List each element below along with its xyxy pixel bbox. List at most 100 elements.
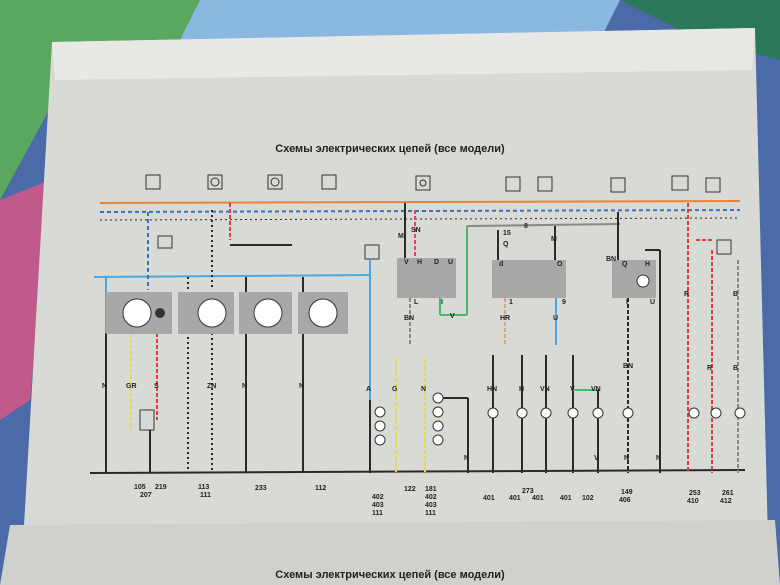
rear-fog-icon — [705, 177, 721, 193]
wire-label: VN — [591, 386, 601, 393]
ref-code: 181 — [425, 486, 437, 493]
speedometer-icon — [321, 174, 337, 190]
wire-label: N — [421, 386, 426, 393]
wire-label: N — [299, 383, 304, 390]
wire-label: N — [102, 383, 107, 390]
lamps-part — [567, 407, 579, 419]
ref-code: 111 — [200, 492, 211, 499]
ref-code: 401 — [560, 495, 572, 502]
foglight-icon — [610, 177, 626, 193]
hazard-icon — [716, 239, 732, 255]
pin-labels-part: 1 — [509, 299, 513, 306]
book-page — [22, 28, 768, 560]
trailer-icon — [671, 175, 689, 191]
seatbelt-icon — [364, 244, 380, 260]
pin-labels-part: I — [626, 299, 628, 306]
ref-code: 403 — [425, 502, 437, 509]
ref-code: 273 — [522, 488, 534, 495]
lamps-part — [432, 406, 444, 418]
next-page-title: Схемы электрических цепей (все модели) — [275, 569, 505, 581]
ref-code: 102 — [582, 495, 594, 502]
wire-label: V — [594, 455, 599, 462]
pin-labels-part: L — [414, 299, 419, 306]
wire-label: GR — [126, 383, 137, 390]
ref-code: 412 — [720, 498, 732, 505]
ref-code: 122 — [404, 486, 416, 493]
pin-labels-part: H — [417, 259, 422, 266]
ref-code: 401 — [483, 495, 495, 502]
ref-code: 233 — [255, 485, 267, 492]
pin-labels-part: V — [404, 259, 409, 266]
wire-label: N — [656, 455, 661, 462]
wire-label: U — [553, 315, 558, 322]
function-icons — [145, 174, 732, 260]
ref-code: 261 — [722, 490, 734, 497]
supply-lines-part — [99, 209, 741, 213]
lamps-part — [622, 407, 634, 419]
wire-label: R — [707, 365, 712, 372]
function-icons-part — [419, 179, 427, 187]
pin-labels: V H D U L I d O 1 9 15 Q H I U Q 8 — [404, 223, 655, 306]
wire-label: HR — [500, 315, 510, 322]
pin-labels-part: Q — [622, 261, 628, 268]
components-part — [308, 298, 338, 328]
lamps-part — [688, 407, 700, 419]
lamps-part — [734, 407, 746, 419]
wire-label: BN — [623, 363, 633, 370]
lamps-part — [516, 407, 528, 419]
lamps-part — [592, 407, 604, 419]
components-part — [197, 298, 227, 328]
oil-warning-icon — [157, 235, 173, 249]
wire-label: S — [154, 383, 159, 390]
wire-label: N — [464, 455, 469, 462]
ref-code: 113 — [198, 484, 209, 491]
pin-labels-part: I — [441, 299, 443, 306]
wire-label: B — [733, 365, 738, 372]
supply-lines-part — [89, 469, 746, 474]
ref-code: 401 — [509, 495, 521, 502]
lamps-part — [374, 434, 386, 446]
wire-label: N — [624, 455, 629, 462]
ref-code: 406 — [619, 497, 631, 504]
lamps-part — [432, 420, 444, 432]
pin-labels-part: U — [448, 259, 453, 266]
pin-labels-part: d — [499, 261, 503, 268]
ref-code: 111 — [425, 510, 436, 517]
pin-labels-part: 9 — [562, 299, 566, 306]
next-page — [0, 520, 780, 585]
components-part — [155, 308, 165, 318]
wire-label: M — [551, 236, 557, 243]
wire-label: ZN — [207, 383, 216, 390]
wire-label: G — [392, 386, 398, 393]
wire-label: B — [733, 291, 738, 298]
wire-label: R — [684, 291, 689, 298]
lowbeam-icon — [537, 176, 553, 192]
wire-label: A — [366, 386, 371, 393]
lamps-part — [374, 420, 386, 432]
light-icon — [415, 175, 431, 191]
function-icons-part — [270, 177, 280, 187]
wire-label: N — [242, 383, 247, 390]
wire-labels: N GR S ZN N N A G N BN HR U HN H VN V VN… — [102, 227, 738, 462]
pin-labels-part: U — [650, 299, 655, 306]
wire-label: VN — [540, 386, 550, 393]
components — [106, 258, 656, 431]
wire-label: BN — [404, 315, 414, 322]
lamps-part — [432, 434, 444, 446]
components-part — [253, 298, 283, 328]
wire-label: M — [398, 233, 404, 240]
blanket-light — [180, 0, 620, 40]
ref-code: 111 — [372, 510, 383, 517]
ref-code: 219 — [155, 484, 167, 491]
reference-codes: 105 219 207 113 111 233 112 402 403 111 … — [134, 484, 734, 517]
wire-label: BN — [606, 256, 616, 263]
ref-code: 402 — [425, 494, 437, 501]
function-icons-part — [210, 177, 220, 187]
wire-label: V — [570, 386, 575, 393]
components-part — [636, 274, 650, 288]
ref-code: 402 — [372, 494, 384, 501]
pin-labels-part: Q — [503, 241, 509, 248]
lamps-part — [432, 392, 444, 404]
headlight-switch — [492, 260, 566, 298]
